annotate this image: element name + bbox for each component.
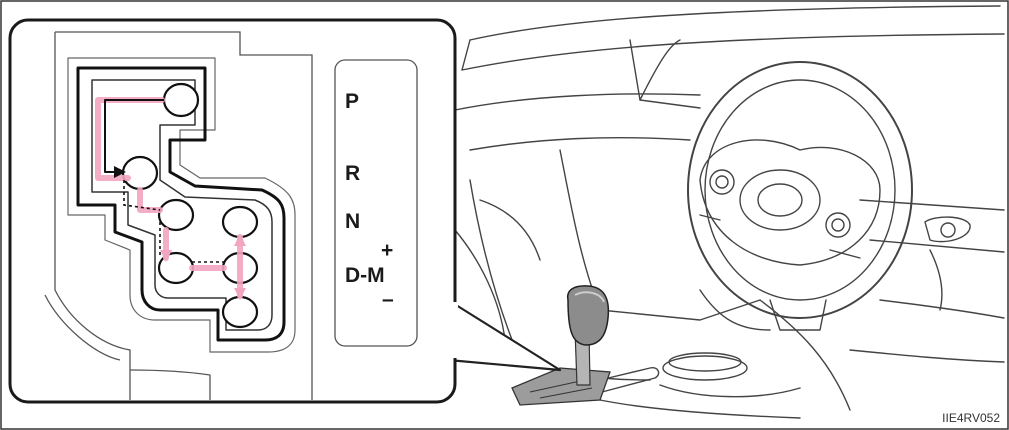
shift-knob	[568, 286, 609, 345]
gear-label-p: P	[345, 90, 359, 113]
gear-label-n: N	[345, 210, 360, 233]
gear-circle-p	[164, 84, 198, 116]
gear-label-r: R	[345, 162, 360, 185]
gear-label-dm: D-M	[345, 264, 385, 287]
gear-circle-r	[123, 157, 157, 189]
gear-label-minus: –	[382, 288, 394, 311]
gear-circle-minus	[223, 297, 257, 327]
gear-circle-plus	[223, 207, 257, 237]
gear-circle-n	[159, 200, 193, 230]
image-code: IIE4RV052	[942, 411, 1000, 425]
gear-label-plus: +	[381, 239, 393, 262]
